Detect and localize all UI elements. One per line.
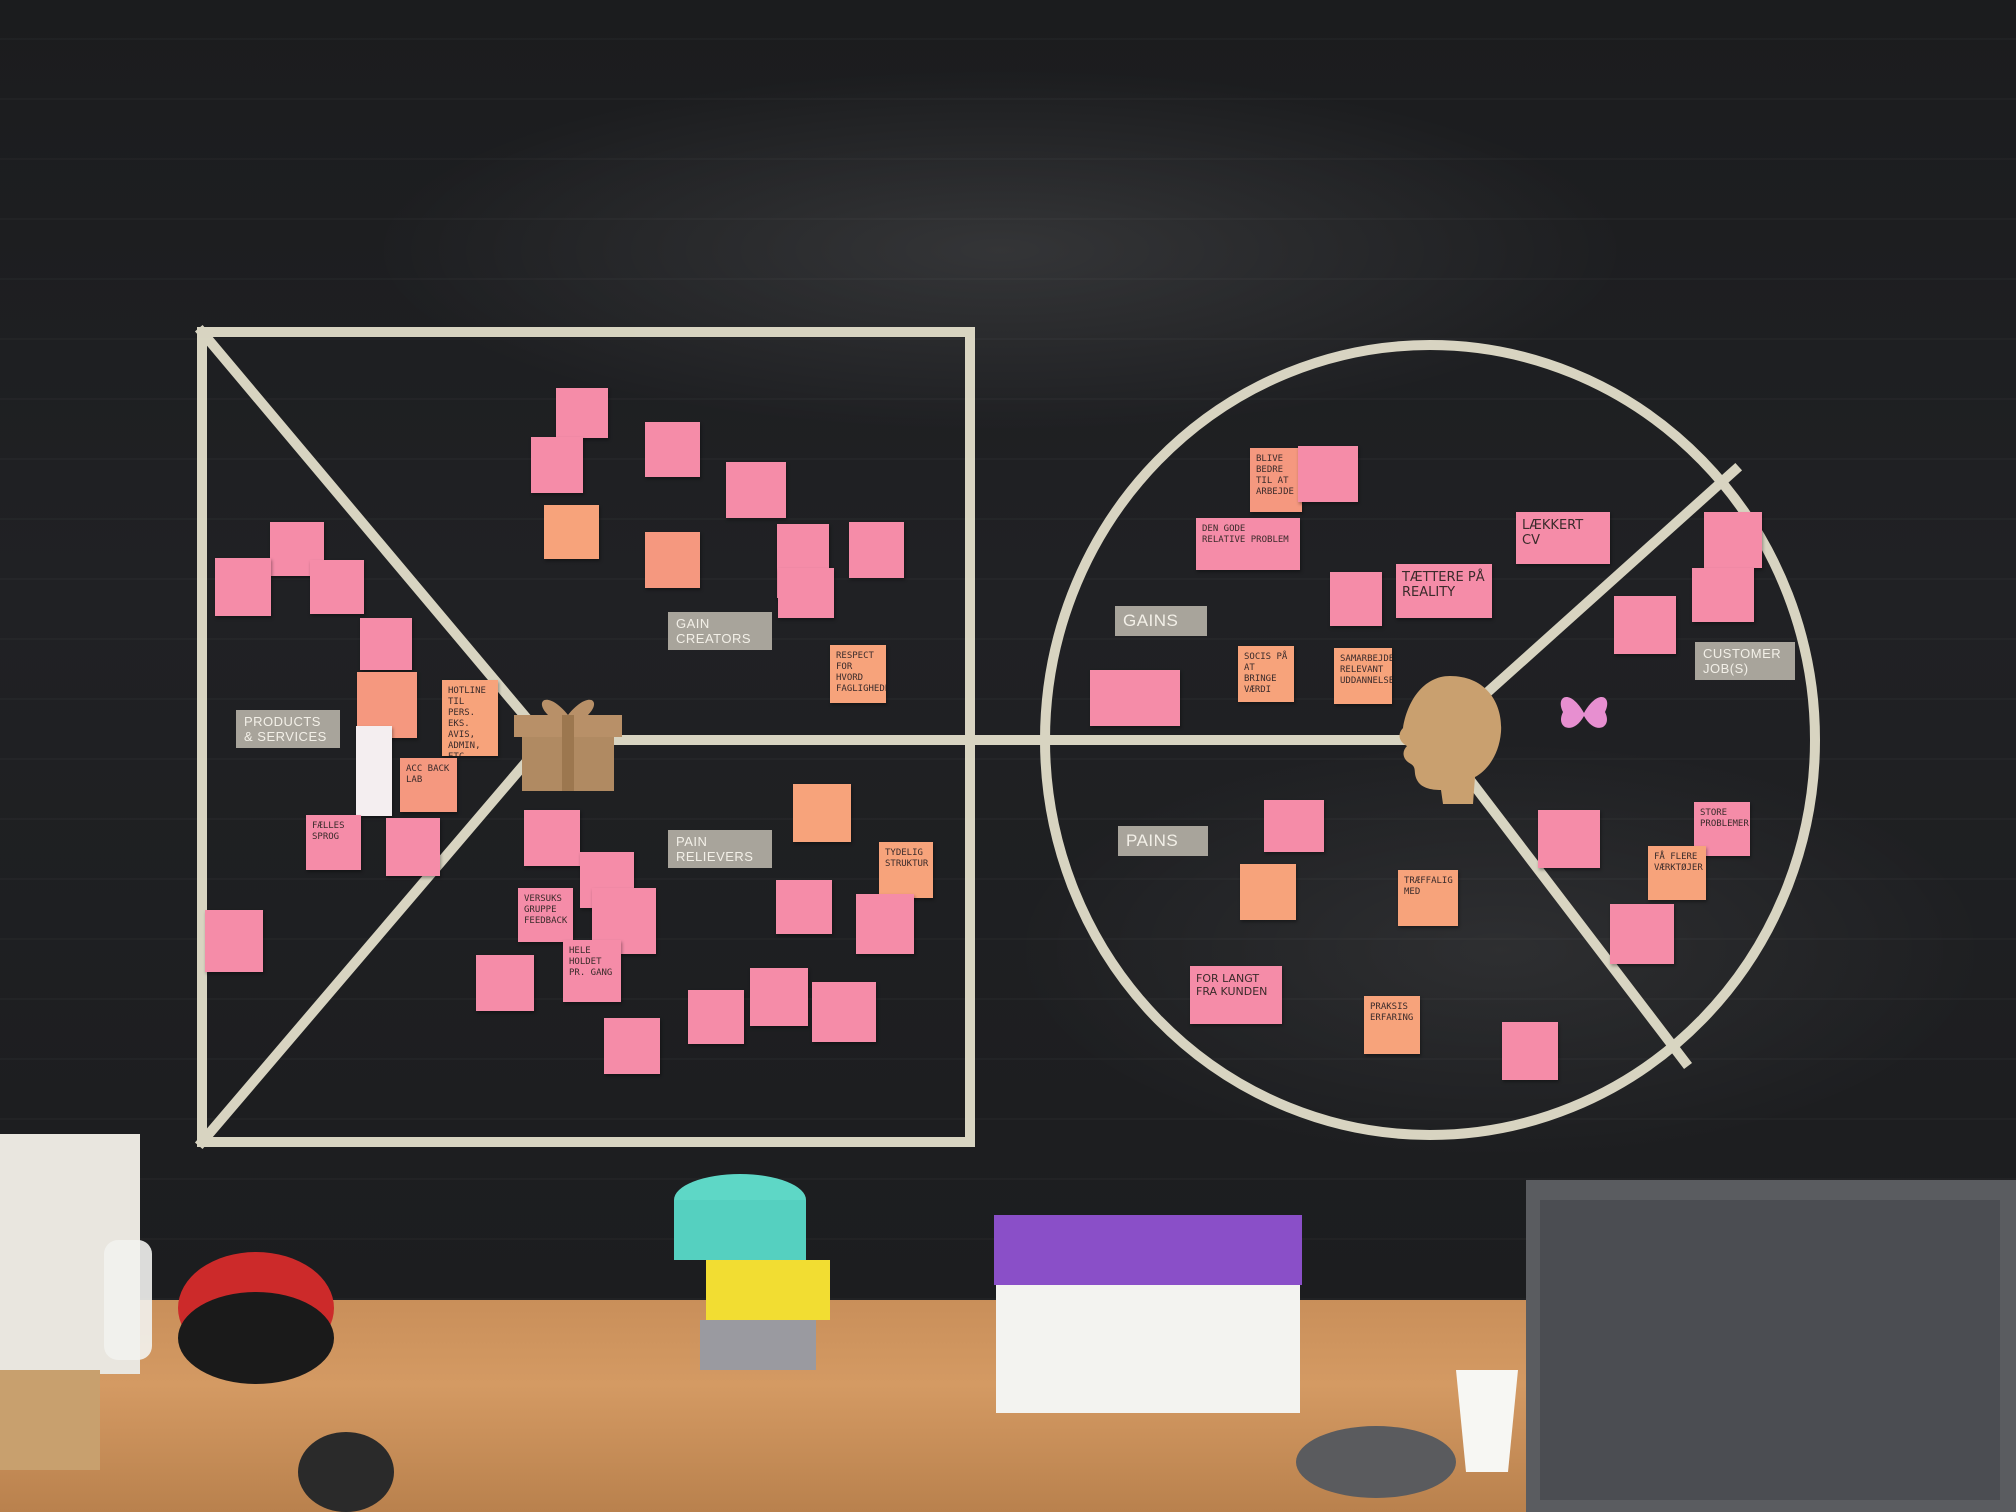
for-langt-fra-kunden-note: FOR LANGT FRA KUNDEN [1190, 966, 1282, 1024]
faelles-sprog-note: FÆLLES SPROG [306, 815, 361, 870]
blive-bedre-note: BLIVE BEDRE TIL AT ARBEJDE [1250, 448, 1302, 512]
computer-mouse [298, 1432, 394, 1512]
purple-organizer-case [994, 1215, 1302, 1285]
sticky-note [544, 505, 599, 559]
sticky-note [215, 558, 271, 616]
gift-icon [514, 699, 622, 791]
yellow-filament-spool [706, 1260, 830, 1320]
spray-bottle [104, 1240, 152, 1360]
sticky-note [1538, 810, 1600, 868]
sticky-note [524, 810, 580, 866]
sticky-note [750, 968, 808, 1026]
sticky-note [1502, 1022, 1558, 1080]
sticky-note [356, 726, 392, 816]
sticky-note [776, 880, 832, 934]
pains-label: PAINS [1118, 826, 1208, 856]
circle-divider-top [1482, 462, 1743, 698]
blackboard-wall [0, 0, 2016, 1300]
sticky-note [476, 955, 534, 1011]
kitchen-scale [1296, 1426, 1456, 1498]
sticky-note [688, 990, 744, 1044]
sticky-note [793, 784, 851, 842]
sticky-note [310, 560, 364, 614]
gray-filament-spool [700, 1320, 816, 1370]
customer-profile-circle [1040, 340, 1820, 1140]
diagonal-bottom [194, 732, 553, 1150]
sticky-note [1610, 904, 1674, 964]
sticky-note [778, 568, 834, 618]
tydelig-struktur-note: TYDELIG STRUKTUR [879, 842, 933, 898]
sticky-note [531, 437, 583, 493]
store-problemer-note: STORE PROBLEMER [1694, 802, 1750, 856]
sticky-note [1298, 446, 1358, 502]
customer-jobs-label: CUSTOMER JOB(S) [1695, 642, 1795, 680]
sticky-note [726, 462, 786, 518]
feedback-note: VERSUKS GRUPPE FEEDBACK [518, 888, 573, 942]
products-services-label: PRODUCTS & SERVICES [236, 710, 340, 748]
faa-flere-vaerktoejer-note: FÅ FLERE VÆRKTØJER [1648, 846, 1706, 900]
sticky-note [1330, 572, 1382, 626]
sticky-note [1692, 568, 1754, 622]
circle-divider-bottom [1462, 772, 1693, 1070]
sticky-note [856, 894, 914, 954]
den-gode-note: DEN GODE RELATIVE PROBLEM [1196, 518, 1300, 570]
plastic-cup [1456, 1370, 1518, 1472]
hotline-note: HOTLINE TIL PERS. EKS. AVIS, ADMIN, ETC. [442, 680, 498, 756]
sticky-note [360, 618, 412, 670]
sticky-note [812, 982, 876, 1042]
pain-relievers-label: PAIN RELIEVERS [668, 830, 772, 868]
sticky-note [604, 1018, 660, 1074]
praksis-erfaring-note: PRAKSIS ERFARING [1364, 996, 1420, 1054]
diagonal-top [194, 324, 553, 748]
sticky-note [645, 422, 700, 477]
taettere-paa-reality-note: TÆTTERE PÅ REALITY [1396, 564, 1492, 618]
samarbejde-note: SAMARBEJDE RELEVANT UDDANNELSE [1334, 648, 1392, 704]
sticky-note [386, 818, 440, 876]
sticky-note [645, 532, 700, 588]
sticky-note [1240, 864, 1296, 920]
head-silhouette-icon [1399, 676, 1502, 804]
sticky-note [1090, 670, 1180, 726]
gain-creators-label: GAIN CREATORS [668, 612, 772, 650]
gains-label: GAINS [1115, 606, 1207, 636]
sticky-note [556, 388, 608, 438]
hele-holdet-note: HELE HOLDET PR. GANG [563, 940, 621, 1002]
desk-items [0, 1134, 2016, 1512]
sticky-note [1614, 596, 1676, 654]
sticky-note [1704, 512, 1762, 568]
sticky-note [849, 522, 904, 578]
sticky-note [1264, 800, 1324, 852]
respect-note: RESPECT FOR HVORD FAGLIGHEDER [830, 645, 886, 703]
laekkert-cv-note: LÆKKERT CV [1516, 512, 1610, 564]
sticky-note [205, 910, 263, 972]
socis-note: SOCIS PÅ AT BRINGE VÆRDI [1238, 646, 1294, 702]
butterfly-icon [1560, 697, 1608, 728]
traeffalig-note: TRÆFFALIG MED [1398, 870, 1458, 926]
acc-back-lab-note: ACC BACK LAB [400, 758, 457, 812]
